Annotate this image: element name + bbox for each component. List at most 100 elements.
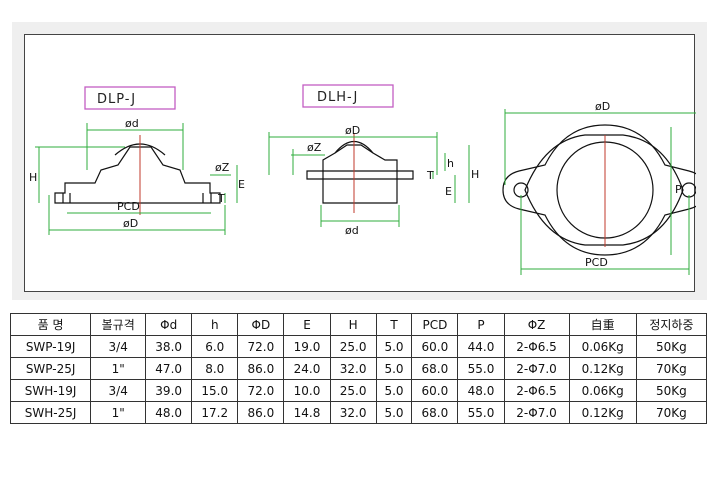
table-cell: 86.0 [237,357,285,380]
table-cell: 0.06Kg [568,379,637,402]
dlp-H-label: H [29,171,37,184]
dlh-H-label: H [471,168,479,181]
dlh-T-label: T [426,169,434,182]
header-cell: h [191,313,239,336]
header-cell: PCD [411,313,459,336]
table-cell: 25.0 [329,379,377,402]
table-cell: 10.0 [283,379,331,402]
technical-drawing: DLP-J ød H øZ T [29,84,696,275]
top-view-inner-outline [524,134,684,246]
header-cell: Φd [145,313,193,336]
table-cell: SWH-25J [9,401,92,424]
top-view-hole-left [513,182,529,198]
table-cell: 72.0 [237,335,285,358]
dlp-D-label: øD [123,217,138,230]
top-D-label: øD [595,100,610,113]
table-cell: 15.0 [191,379,239,402]
table-cell: 5.0 [375,335,413,358]
table-cell: 55.0 [457,401,505,424]
header-cell: 정지하중 [635,313,708,336]
dlh-title-box [302,84,394,108]
dlp-body [54,146,221,204]
dlh-drawing: DLH-J øD øZ T h E H [268,84,479,237]
table-cell: 72.0 [237,379,285,402]
table-cell: 44.0 [457,335,505,358]
table-cell: 68.0 [411,401,459,424]
header-cell: 품 명 [9,313,92,336]
table-cell: 24.0 [283,357,331,380]
dlh-flange [306,170,414,180]
top-view-drawing: øD P PCD [502,100,696,275]
dlh-E-label: E [445,185,452,198]
table-cell: 48.0 [457,379,505,402]
table-cell: 14.8 [283,401,331,424]
top-P-label: P [675,183,682,196]
header-cell: 自重 [568,313,637,336]
dlp-drawing: DLP-J ød H øZ T [29,86,245,235]
table-cell: 50Kg [635,379,708,402]
table-cell: 68.0 [411,357,459,380]
header-cell: 볼규격 [90,313,147,336]
dlp-T-label: T [217,192,225,205]
table-cell: 1" [90,357,147,380]
table-row: SWP-25J 1" 47.0 8.0 86.0 24.0 32.0 5.0 6… [9,357,708,380]
dlh-Z-label: øZ [307,141,322,154]
table-cell: 38.0 [145,335,193,358]
table-cell: 0.12Kg [568,401,637,424]
table-cell: 0.12Kg [568,357,637,380]
header-cell: T [375,313,413,336]
table-cell: 32.0 [329,401,377,424]
table-cell: 50Kg [635,335,708,358]
table-cell: 47.0 [145,357,193,380]
table-cell: 19.0 [283,335,331,358]
table-cell: 39.0 [145,379,193,402]
table-cell: 3/4 [90,379,147,402]
header-cell: P [457,313,505,336]
table-cell: 2-Φ7.0 [503,357,570,380]
table-cell: 8.0 [191,357,239,380]
table-cell: 5.0 [375,379,413,402]
table-row: SWH-25J 1" 48.0 17.2 86.0 14.8 32.0 5.0 … [9,401,708,424]
dlp-title-box [84,86,176,110]
table-cell: 32.0 [329,357,377,380]
table-cell: SWH-19J [9,379,92,402]
table-cell: 70Kg [635,401,708,424]
header-cell: H [329,313,377,336]
dlp-PCD-label: PCD [117,200,140,213]
table-cell: 2-Φ7.0 [503,401,570,424]
dlp-d-label: ød [125,117,139,130]
spec-table: 품 명 볼규격 Φd h ΦD E H T PCD P ΦZ 自重 정지하중 S… [9,313,708,424]
dlp-title: DLP-J [97,92,136,107]
header-cell: E [283,313,331,336]
table-cell: 60.0 [411,335,459,358]
table-row: SWH-19J 3/4 39.0 15.0 72.0 10.0 25.0 5.0… [9,379,708,402]
table-header-row: 품 명 볼규격 Φd h ΦD E H T PCD P ΦZ 自重 정지하중 [9,313,708,336]
table-cell: 25.0 [329,335,377,358]
table-cell: 2-Φ6.5 [503,335,570,358]
table-cell: 0.06Kg [568,335,637,358]
table-cell: 1" [90,401,147,424]
table-cell: 48.0 [145,401,193,424]
table-cell: 2-Φ6.5 [503,379,570,402]
table-cell: 5.0 [375,401,413,424]
top-PCD-label: PCD [585,256,608,269]
table-cell: SWP-25J [9,357,92,380]
dlp-E-label: E [238,178,245,191]
table-row: SWP-19J 3/4 38.0 6.0 72.0 19.0 25.0 5.0 … [9,335,708,358]
dlh-h-label: h [447,157,454,170]
table-cell: 86.0 [237,401,285,424]
table-cell: 3/4 [90,335,147,358]
table-cell: 55.0 [457,357,505,380]
top-view-outline [502,124,696,256]
header-cell: ΦD [237,313,285,336]
table-cell: 70Kg [635,357,708,380]
header-cell: ΦZ [503,313,570,336]
table-cell: 17.2 [191,401,239,424]
dlh-d-label: ød [345,224,359,237]
dlh-D-label: øD [345,124,360,137]
dlh-body [322,144,398,204]
table-cell: 5.0 [375,357,413,380]
drawing-panel: DLP-J ød H øZ T [12,22,707,300]
table-cell: 6.0 [191,335,239,358]
top-view-hole-right [681,182,696,198]
